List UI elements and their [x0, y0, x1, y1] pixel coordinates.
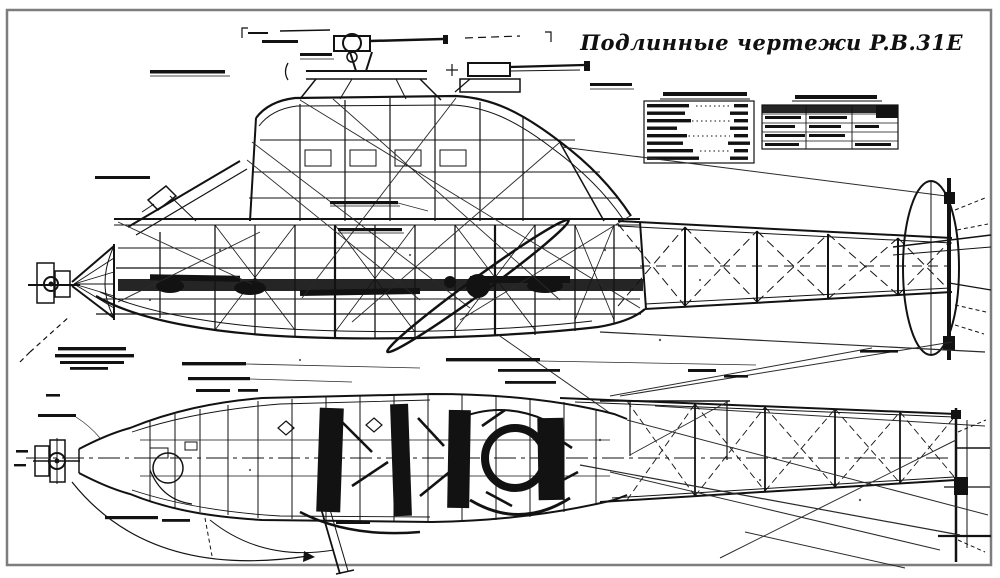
- tail-boom-truss-side: [617, 220, 953, 310]
- front-ramp: [127, 160, 248, 236]
- bracing-wires: [117, 97, 947, 323]
- plan-tailplane: [938, 408, 991, 562]
- side-view: [19, 27, 992, 363]
- annotations-side: [95, 40, 429, 234]
- spec-table-left: [643, 92, 755, 164]
- rear-gun: [446, 61, 634, 93]
- tail-fin: [892, 178, 992, 360]
- plan-nacelle-outline: [78, 392, 628, 524]
- hull-outline: [95, 218, 647, 340]
- page-frame: [5, 8, 993, 567]
- propeller: [386, 218, 570, 354]
- spec-table-right: [761, 95, 899, 150]
- plan-view: [14, 392, 991, 575]
- interview-bracing: [496, 331, 986, 427]
- tail-boom-truss-plan: [559, 397, 957, 503]
- cabin-superstructure: [249, 62, 632, 222]
- plan-long-wires: [579, 419, 989, 569]
- nose-cone: [71, 244, 115, 320]
- scan-noise: [148, 248, 862, 502]
- nose-gun-mount: [19, 262, 80, 363]
- plan-swing-arcs: [71, 481, 355, 575]
- page-title: Подлинные чертежи P.B.31E: [579, 30, 963, 55]
- plan-nose-mount: [14, 438, 80, 484]
- top-gun: [241, 27, 552, 72]
- plan-machinery: [299, 403, 579, 535]
- annotations-plan: [38, 414, 190, 522]
- annotations-middle: [46, 347, 757, 397]
- fuselage-framework: [96, 224, 643, 338]
